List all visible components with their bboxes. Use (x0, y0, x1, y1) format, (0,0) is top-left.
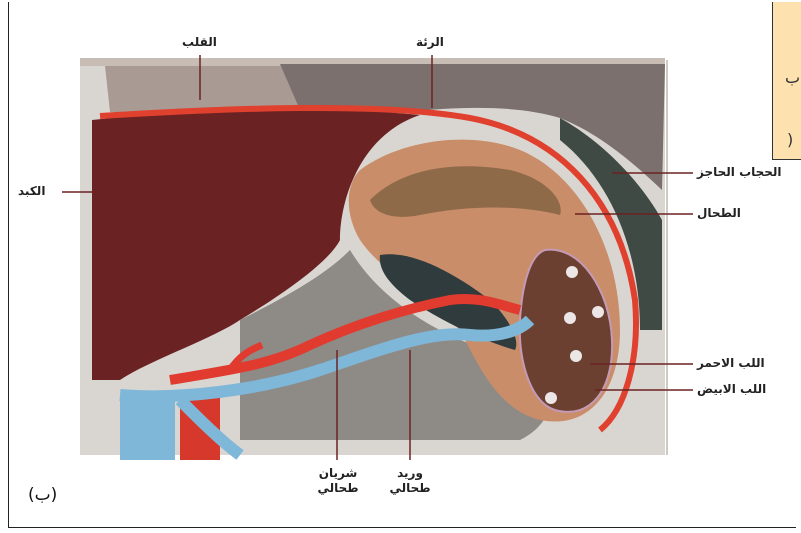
white-pulp-nodule (564, 312, 576, 324)
label-splenic-vein-line1: وريد (388, 466, 432, 481)
label-white-pulp: اللب الابيض (697, 382, 766, 397)
label-splenic-vein: وريد طحالي (388, 466, 432, 496)
label-lung: الرئة (416, 35, 444, 50)
vena-cava (120, 395, 175, 460)
label-heart: القلب (182, 35, 217, 50)
label-splenic-artery-line2: طحالي (316, 481, 360, 496)
label-red-pulp: اللب الاحمر (697, 356, 765, 371)
label-diaphragm: الحجاب الحاجز (697, 165, 782, 180)
label-splenic-artery-line1: شريان (316, 466, 360, 481)
white-pulp-nodule (566, 266, 578, 278)
label-liver: الكبد (18, 184, 45, 199)
white-pulp-nodule (545, 392, 557, 404)
inset-box: ب ) (772, 2, 801, 160)
label-spleen: الطحال (697, 206, 741, 221)
label-splenic-vein-line2: طحالي (388, 481, 432, 496)
white-pulp-nodule (592, 306, 604, 318)
white-pulp-nodule (570, 350, 582, 362)
inset-glyph-top: ب (785, 68, 800, 87)
label-splenic-artery: شريان طحالي (316, 466, 360, 496)
panel-label: (ب) (28, 485, 57, 505)
inset-glyph-bottom: ) (787, 130, 793, 149)
